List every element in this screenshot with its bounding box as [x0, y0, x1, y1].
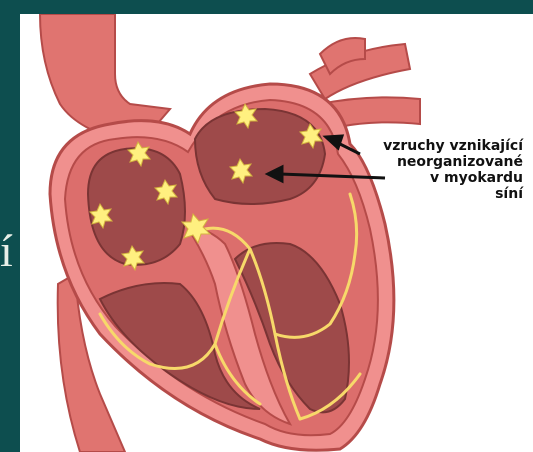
annotation-line: neorganizované [383, 154, 523, 170]
slide-title-fragment: í [0, 228, 13, 274]
heart-diagram-panel: vzruchy vznikající neorganizované v myok… [20, 14, 533, 452]
right-atrium-chamber [195, 109, 325, 204]
annotation-line: vzruchy vznikající [383, 138, 523, 154]
annotation-line: síní [383, 186, 523, 202]
annotation-line: v myokardu [383, 170, 523, 186]
left-atrium-chamber [88, 148, 185, 265]
heart-illustration [20, 14, 533, 452]
annotation-label: vzruchy vznikající neorganizované v myok… [383, 138, 523, 202]
